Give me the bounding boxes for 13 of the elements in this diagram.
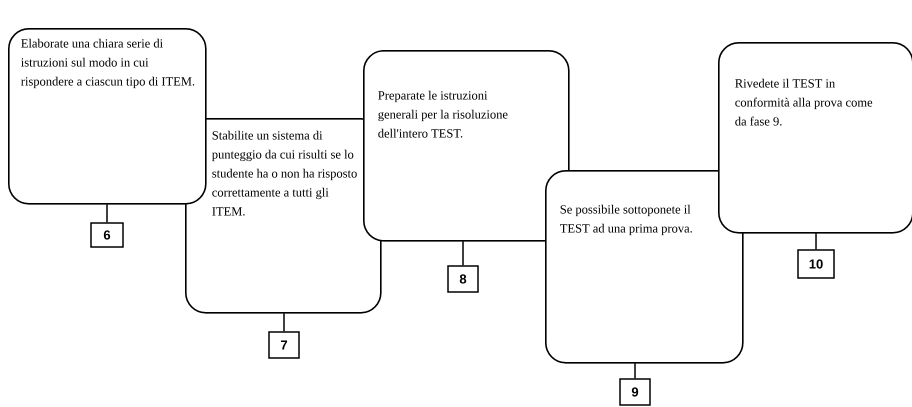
step-box: Elaborate una chiara serie di istruzioni sul modo in cui rispondere a ciascun tipo di ITEM. (8, 28, 207, 205)
step-number: 9 (619, 378, 651, 406)
connector-line (106, 204, 108, 222)
step-number: 6 (90, 222, 124, 248)
step-number: 7 (268, 331, 300, 359)
step-box: Rivedete il TEST in conformità alla prova come da fase 9. (718, 42, 912, 234)
step-number: 10 (797, 249, 835, 279)
connector-line (462, 242, 464, 266)
step-number: 8 (447, 265, 479, 293)
connector-line (283, 314, 285, 332)
connector-line (815, 234, 817, 250)
step-box: Se possibile sottoponete il TEST ad una prima prova. (545, 170, 744, 364)
connector-line (634, 364, 636, 378)
